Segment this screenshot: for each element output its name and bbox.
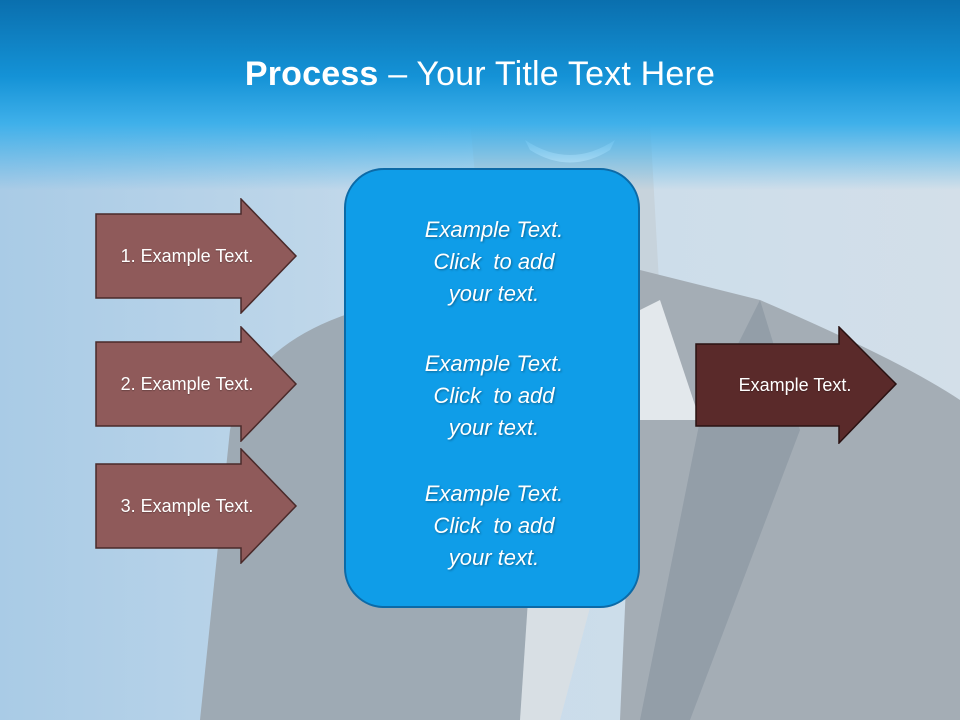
left-arrow-label: 3. Example Text. <box>120 495 254 516</box>
block-line: Example Text. <box>424 217 564 242</box>
right-arrow-shape <box>695 326 898 444</box>
arrow-shape-1 <box>95 198 298 314</box>
title-band <box>0 0 960 190</box>
block-line: Click to add <box>433 513 555 538</box>
right-arrow[interactable]: Example Text. <box>695 326 901 444</box>
title-rest: – Your Title Text Here <box>378 55 716 93</box>
block-line: Example Text. <box>424 351 564 376</box>
left-arrow-1[interactable]: 1. Example Text. <box>95 198 301 314</box>
center-text-block-3: Example Text. Click to add your text. <box>346 478 642 574</box>
slide-title: Process – Your Title Text Here <box>0 52 960 96</box>
block-line: your text. <box>448 281 540 306</box>
block-line: your text. <box>448 415 540 440</box>
left-arrow-3[interactable]: 3. Example Text. <box>95 448 301 564</box>
block-line: your text. <box>448 545 540 570</box>
left-arrow-2[interactable]: 2. Example Text. <box>95 326 301 442</box>
center-text-block-2: Example Text. Click to add your text. <box>346 348 642 444</box>
arrow-shape-2 <box>95 326 298 442</box>
title-bold: Process <box>244 55 379 93</box>
arrow-shape-3 <box>95 448 298 564</box>
center-text-box[interactable]: Example Text. Click to add your text. Ex… <box>344 168 640 608</box>
center-text-block-1: Example Text. Click to add your text. <box>346 214 642 310</box>
block-line: Click to add <box>433 249 555 274</box>
block-line: Click to add <box>433 383 555 408</box>
block-line: Example Text. <box>424 481 564 506</box>
left-arrow-label: 2. Example Text. <box>120 373 254 394</box>
left-arrow-label: 1. Example Text. <box>120 245 254 266</box>
right-arrow-label: Example Text. <box>738 374 852 395</box>
